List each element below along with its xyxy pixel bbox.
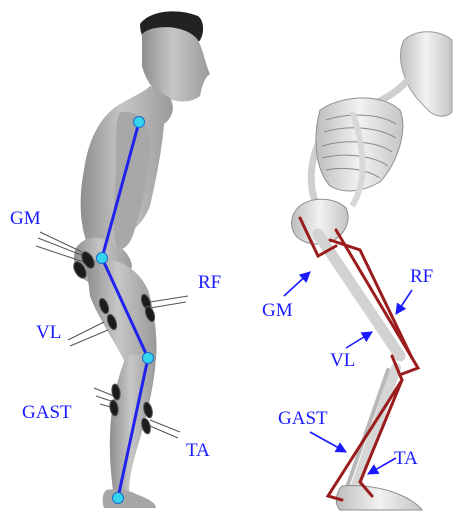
arrow-rf (396, 290, 412, 314)
right-label-gm: GM (262, 300, 293, 321)
left-label-gast: GAST (22, 402, 72, 423)
right-label-ta: TA (394, 448, 418, 469)
arm (114, 112, 150, 249)
arrow-vl (346, 332, 372, 348)
arrow-gast (310, 432, 346, 452)
foot (103, 489, 156, 508)
right-label-gast: GAST (278, 408, 328, 429)
body-model (74, 11, 210, 508)
skull (400, 32, 452, 117)
femur (318, 234, 400, 356)
right-label-rf: RF (410, 266, 433, 287)
tibia (354, 368, 396, 492)
arrow-ta (368, 458, 396, 474)
foot-bones (336, 485, 422, 510)
knee-joint-marker (143, 353, 154, 364)
ankle-joint-marker (113, 493, 124, 504)
hip-joint-marker (97, 253, 108, 264)
electrode-ta (140, 401, 180, 438)
left-label-rf: RF (198, 272, 221, 293)
muscle-vl (330, 240, 412, 358)
left-label-vl: VL (36, 322, 61, 343)
left-label-ta: TA (186, 440, 210, 461)
right-label-vl: VL (330, 350, 355, 371)
arrow-gm (284, 272, 310, 296)
left-label-gm: GM (10, 208, 41, 229)
shoulder-joint-marker (134, 117, 145, 128)
electrode-gast (94, 383, 121, 416)
